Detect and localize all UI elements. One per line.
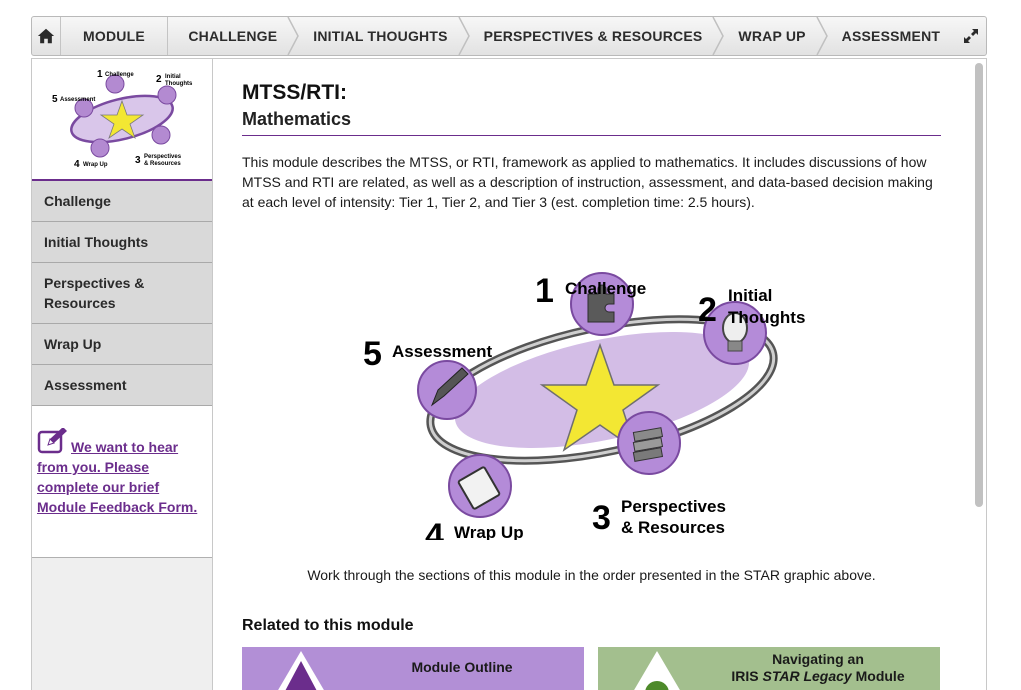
chevron-separator-icon [287,17,300,55]
svg-text:2: 2 [698,291,717,329]
module-outline-card[interactable]: Module Outline [242,647,584,690]
chevron-separator-icon [712,17,725,55]
nav-step-challenge[interactable]: CHALLENGE [168,17,300,55]
sidebar-item-wrap-up[interactable]: Wrap Up [32,324,212,365]
svg-text:Wrap Up: Wrap Up [454,523,524,540]
top-navigation: MODULE CHALLENGE INITIAL THOUGHTS PERSPE… [31,16,987,56]
svg-text:Assessment: Assessment [392,342,493,361]
svg-text:& Resources: & Resources [144,161,181,167]
nav-step-label: ASSESSMENT [841,28,941,44]
star-triangle-icon [634,651,680,690]
svg-text:4: 4 [74,159,80,170]
navigating-module-card[interactable]: Navigating an IRIS STAR Legacy Module [598,647,940,690]
card-line-1: Navigating an [772,651,864,667]
home-icon [37,28,54,44]
star-thumbnail[interactable]: 1 Challenge 2 Initial Thoughts 5 Assessm… [32,59,212,181]
module-description: This module describes the MTSS, or RTI, … [242,154,933,210]
card-line-2c: Module [851,668,905,684]
svg-text:Perspectives: Perspectives [144,154,182,160]
sidebar-item-challenge[interactable]: Challenge [32,181,212,222]
expand-button[interactable] [956,17,986,55]
module-tab[interactable]: MODULE [61,17,169,55]
scrollbar[interactable] [975,63,983,507]
expand-icon [964,29,979,43]
card-line-2a: IRIS [731,668,763,684]
content-body: MTSS/RTI: Mathematics This module descri… [242,80,941,690]
svg-text:Initial: Initial [728,286,772,305]
svg-text:Challenge: Challenge [105,72,134,78]
chevron-separator-icon [457,17,470,55]
card-label: Module Outline [411,659,513,675]
home-button[interactable] [32,17,61,55]
svg-text:2: 2 [156,74,162,85]
nav-step-initial-thoughts[interactable]: INITIAL THOUGHTS [293,17,470,55]
sidebar-item-assessment[interactable]: Assessment [32,365,212,406]
sidebar: 1 Challenge 2 Initial Thoughts 5 Assessm… [31,58,213,690]
card-line-2: IRIS STAR Legacy Module [698,668,938,685]
nav-step-wrap-up[interactable]: WRAP UP [718,17,828,55]
card-line-2b: STAR Legacy [762,668,852,684]
svg-text:1: 1 [535,272,554,310]
svg-text:Thoughts: Thoughts [728,308,805,327]
svg-text:Wrap Up: Wrap Up [83,162,108,168]
svg-text:Thoughts: Thoughts [165,81,193,87]
nav-step-label: WRAP UP [738,28,806,44]
main-content: MTSS/RTI: Mathematics This module descri… [213,58,987,690]
feedback-link[interactable]: We want to hear from you. Please complet… [37,439,198,515]
nav-steps: CHALLENGE INITIAL THOUGHTS PERSPECTIVES … [168,17,956,55]
star-cycle-thumbnail-graphic: 1 Challenge 2 Initial Thoughts 5 Assessm… [52,69,193,170]
edit-icon [37,428,67,454]
graphic-caption: Work through the sections of this module… [307,567,876,583]
card-label: Navigating an IRIS STAR Legacy Module [698,651,938,685]
svg-text:Assessment: Assessment [60,97,95,103]
feedback-panel: We want to hear from you. Please complet… [32,406,212,558]
chevron-separator-icon [816,17,828,55]
page-title: MTSS/RTI: [242,81,347,104]
sidebar-item-initial-thoughts[interactable]: Initial Thoughts [32,222,212,263]
svg-text:4: 4 [425,517,444,540]
svg-text:1: 1 [97,69,103,80]
nav-step-perspectives[interactable]: PERSPECTIVES & RESOURCES [464,17,725,55]
related-heading: Related to this module [242,617,414,634]
star-graphic: 1 Challenge 2 Initial Thoughts 5 Assessm… [242,250,941,555]
nav-step-assessment[interactable]: ASSESSMENT [822,17,956,55]
svg-text:3: 3 [592,499,611,537]
svg-text:Initial: Initial [165,74,181,80]
nav-step-label: INITIAL THOUGHTS [313,28,448,44]
svg-text:Challenge: Challenge [565,279,646,298]
svg-text:Perspectives: Perspectives [621,497,726,516]
nav-step-label: PERSPECTIVES & RESOURCES [483,28,703,44]
sidebar-item-perspectives[interactable]: Perspectives & Resources [32,263,212,324]
page-subtitle: Mathematics [242,108,941,136]
star-cycle-graphic: 1 Challenge 2 Initial Thoughts 5 Assessm… [363,272,805,555]
star-triangle-icon [278,651,324,690]
svg-text:3: 3 [135,155,141,166]
nav-step-label: CHALLENGE [188,28,278,44]
svg-text:5: 5 [363,335,382,373]
svg-text:& Resources: & Resources [621,518,725,537]
svg-text:5: 5 [52,94,58,105]
